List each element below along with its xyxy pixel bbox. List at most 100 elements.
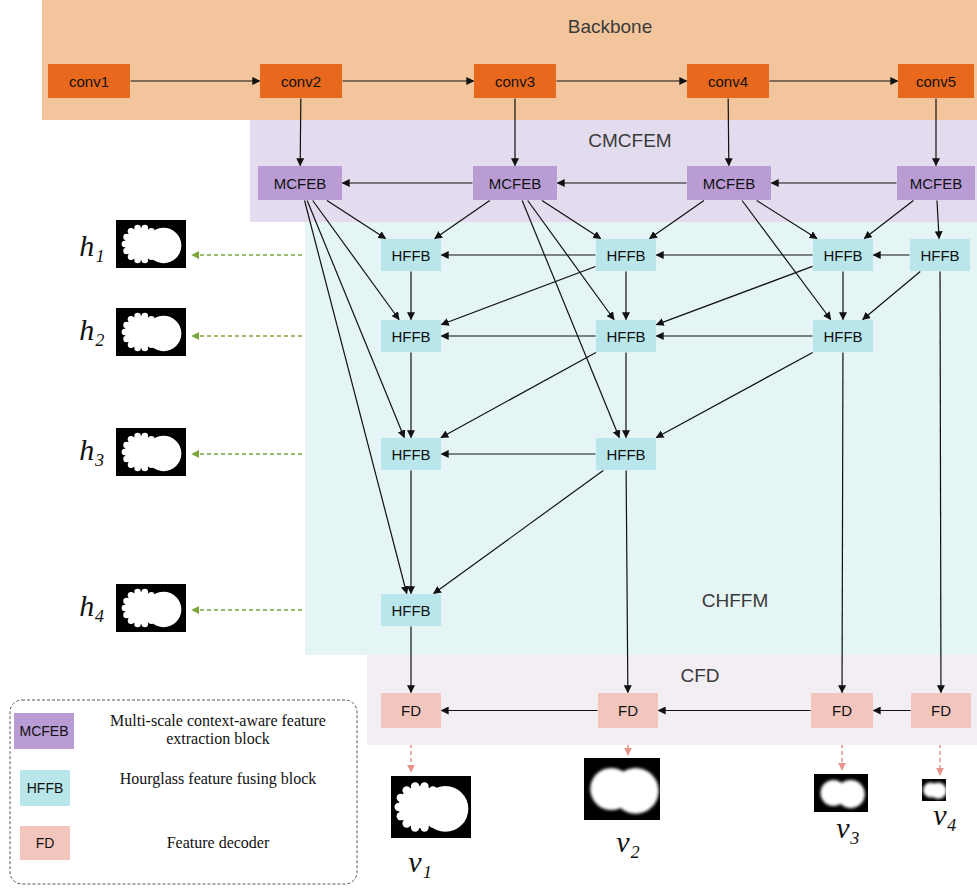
mask-petal (148, 461, 155, 468)
conv-block: conv4 (687, 64, 769, 98)
mask-petal (142, 225, 149, 232)
mcfeb-block: MCFEB (258, 166, 342, 200)
output-label: v₂ (616, 825, 640, 859)
mask-blob (146, 316, 182, 352)
block-label: HFFB (823, 247, 862, 264)
mask-petal (128, 461, 135, 468)
connector (874, 710, 911, 711)
block-label: conv1 (69, 73, 109, 90)
legend-swatch: HFFB (20, 770, 70, 806)
mask-petal (128, 436, 135, 443)
mask-blob (422, 786, 468, 832)
block-label: HFFB (391, 446, 430, 463)
mask-petal (134, 621, 141, 628)
mask-petal (134, 345, 141, 352)
mask-petal (148, 341, 155, 348)
legend-text: Feature decoder (86, 834, 350, 852)
block-label: HFFB (920, 247, 959, 264)
mask-petal (122, 329, 129, 336)
mask-petal (122, 449, 129, 456)
legend-abbrev: FD (36, 835, 55, 851)
mask-petal (154, 449, 161, 456)
mask-image (116, 584, 186, 632)
hffb-block: HFFB (596, 320, 656, 352)
mask-shape (122, 313, 182, 351)
mask-petal (123, 336, 130, 343)
mask-petal (402, 819, 410, 827)
block-label: conv5 (916, 73, 956, 90)
connector (657, 335, 813, 336)
mask-petal (123, 442, 130, 449)
legend-abbrev: HFFB (27, 780, 64, 796)
conv-block: conv3 (474, 64, 556, 98)
mask-shape (395, 782, 469, 832)
mask-petal (153, 612, 160, 619)
mask-petal (429, 819, 437, 827)
mask-petal (411, 782, 419, 790)
mask-petal (123, 234, 130, 241)
connector (522, 201, 619, 438)
mask-petal (429, 786, 437, 794)
mask-shape (923, 783, 946, 799)
mask-petal (123, 456, 130, 463)
mask-petal (142, 257, 149, 264)
output-label: h₂ (79, 313, 104, 347)
module-title: CMCFEM (588, 130, 671, 152)
connector (442, 266, 596, 324)
output-label: h₃ (79, 433, 104, 467)
block-label: HFFB (391, 247, 430, 264)
mask-ground (814, 774, 868, 812)
connector (626, 471, 628, 693)
mask-shape (821, 780, 865, 808)
connector (343, 182, 473, 183)
connector (313, 201, 399, 320)
mask-petal (142, 433, 149, 440)
fd-block: FD (598, 693, 658, 728)
module-band: CMCFEMMCFEBMCFEBMCFEBMCFEB (250, 120, 977, 222)
conv-block: conv5 (898, 64, 974, 98)
block-label: HFFB (391, 602, 430, 619)
connector (772, 182, 897, 183)
connector (305, 201, 407, 594)
mask-ground (584, 758, 660, 820)
mask-blob (930, 783, 946, 799)
mask-petal (148, 436, 155, 443)
connector (650, 201, 704, 239)
mask-petal (122, 605, 129, 612)
mask-image (922, 779, 946, 801)
connector (657, 254, 813, 255)
mask-petal (420, 782, 428, 790)
output-label: h₄ (79, 589, 104, 623)
module-title: CFD (680, 665, 719, 687)
connector (841, 353, 843, 693)
connector (514, 99, 515, 166)
mask-petal (128, 253, 135, 260)
connector (442, 335, 596, 336)
mask-petal (148, 228, 155, 235)
legend-swatch: FD (20, 826, 70, 860)
mask-image (391, 776, 471, 838)
mask-petal (397, 794, 405, 802)
mask-petal (153, 442, 160, 449)
connector (528, 201, 614, 320)
mask-blob (146, 436, 182, 472)
block-label: MCFEB (274, 175, 327, 192)
mask-ground (922, 779, 946, 801)
mask-image (116, 308, 186, 356)
connector (659, 710, 811, 711)
mask-ground (391, 776, 471, 838)
mask-petal (123, 322, 130, 329)
legend-abbrev: MCFEB (20, 723, 69, 739)
connector (410, 471, 411, 594)
connector (842, 272, 843, 320)
connector (874, 254, 910, 255)
module-band: CFDFDFDFDFD (367, 655, 977, 745)
hffb-block: HFFB (381, 320, 441, 352)
module-title: Backbone (568, 16, 653, 38)
mask-ground (116, 308, 186, 356)
block-label: HFFB (606, 446, 645, 463)
mask-petal (153, 322, 160, 329)
block-label: HFFB (391, 328, 430, 345)
block-label: conv3 (495, 73, 535, 90)
mask-petal (134, 313, 141, 320)
